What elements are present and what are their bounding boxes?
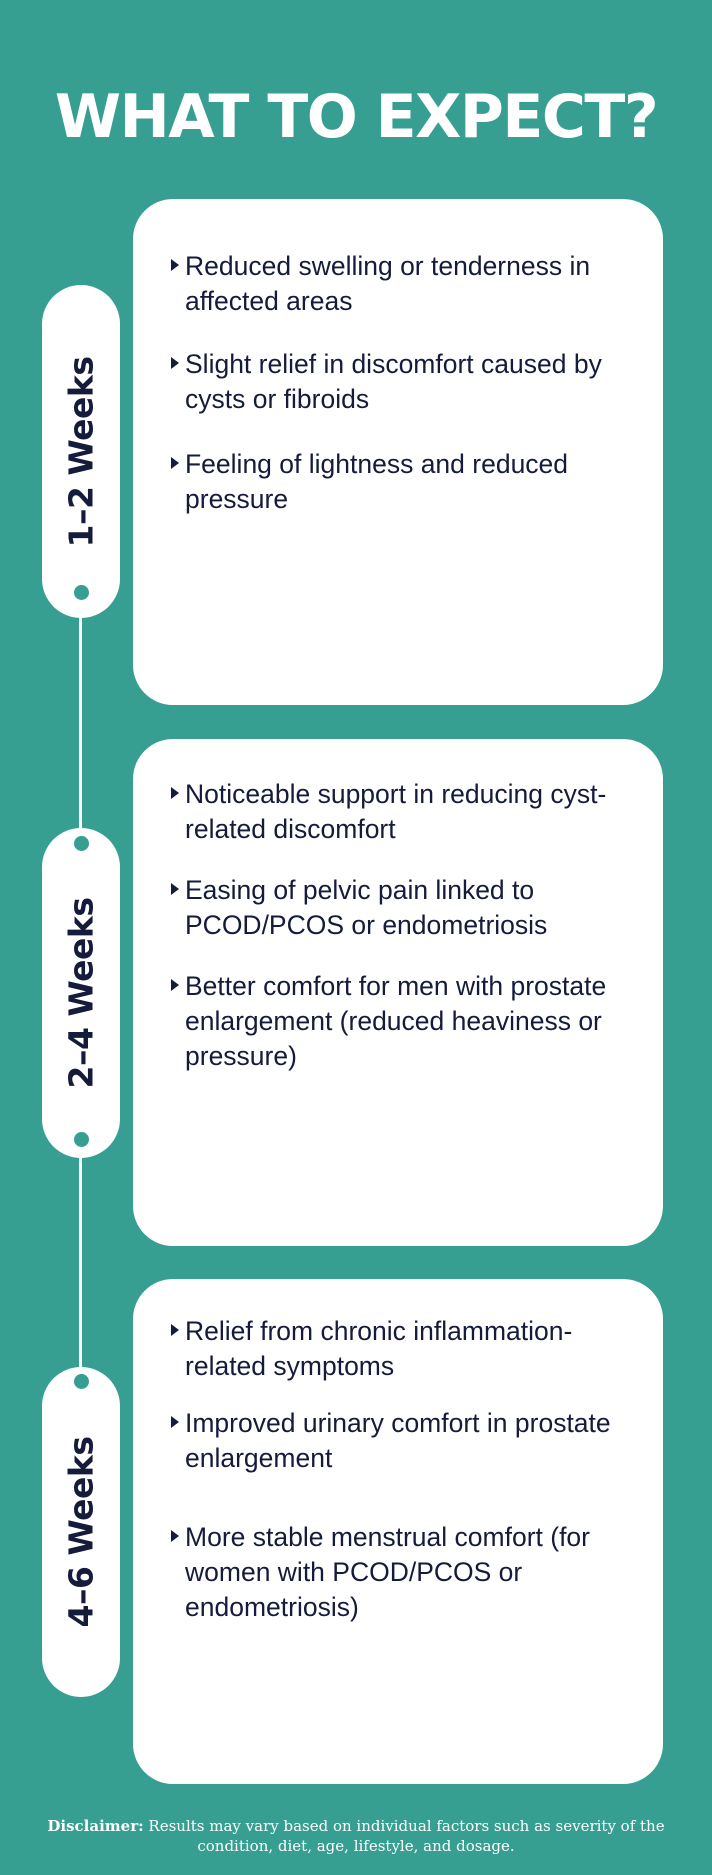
list-item: Reduced swelling or tenderness in affect… <box>171 249 643 319</box>
list-item: Slight relief in discomfort caused by cy… <box>171 347 643 417</box>
page-title: WHAT TO EXPECT? <box>54 82 659 152</box>
timeline-dot <box>73 1132 89 1147</box>
stage-label: 4–6 Weeks <box>61 1436 101 1628</box>
list-item: Easing of pelvic pain linked to PCOD/PCO… <box>171 873 643 943</box>
timeline-connector <box>79 1150 82 1390</box>
stage-card-2-4-weeks: Noticeable support in reducing cyst-rela… <box>133 739 663 1246</box>
stage-pill-4-6-weeks: 4–6 Weeks <box>42 1367 120 1697</box>
disclaimer-text: Results may vary based on individual fac… <box>143 1817 665 1855</box>
list-item: More stable menstrual comfort (for women… <box>171 1520 643 1625</box>
list-item: Noticeable support in reducing cyst-rela… <box>171 777 643 847</box>
stage-card-4-6-weeks: Relief from chronic inflammation-related… <box>133 1279 663 1784</box>
timeline-dot <box>73 585 89 600</box>
stage-card-1-2-weeks: Reduced swelling or tenderness in affect… <box>133 199 663 705</box>
disclaimer-label: Disclaimer: <box>47 1817 144 1835</box>
stage-pill-2-4-weeks: 2–4 Weeks <box>42 828 120 1158</box>
stage-label: 1–2 Weeks <box>61 356 101 547</box>
timeline-connector <box>79 600 82 840</box>
timeline-dot <box>73 836 89 851</box>
list-item: Relief from chronic inflammation-related… <box>171 1314 643 1384</box>
disclaimer: Disclaimer: Results may vary based on in… <box>30 1816 682 1856</box>
list-item: Feeling of lightness and reduced pressur… <box>171 447 643 517</box>
stage-label: 2–4 Weeks <box>61 897 101 1089</box>
list-item: Improved urinary comfort in prostate enl… <box>171 1406 643 1476</box>
stage-pill-1-2-weeks: 1–2 Weeks <box>42 285 120 618</box>
timeline-dot <box>73 1374 89 1389</box>
list-item: Better comfort for men with prostate enl… <box>171 969 643 1074</box>
